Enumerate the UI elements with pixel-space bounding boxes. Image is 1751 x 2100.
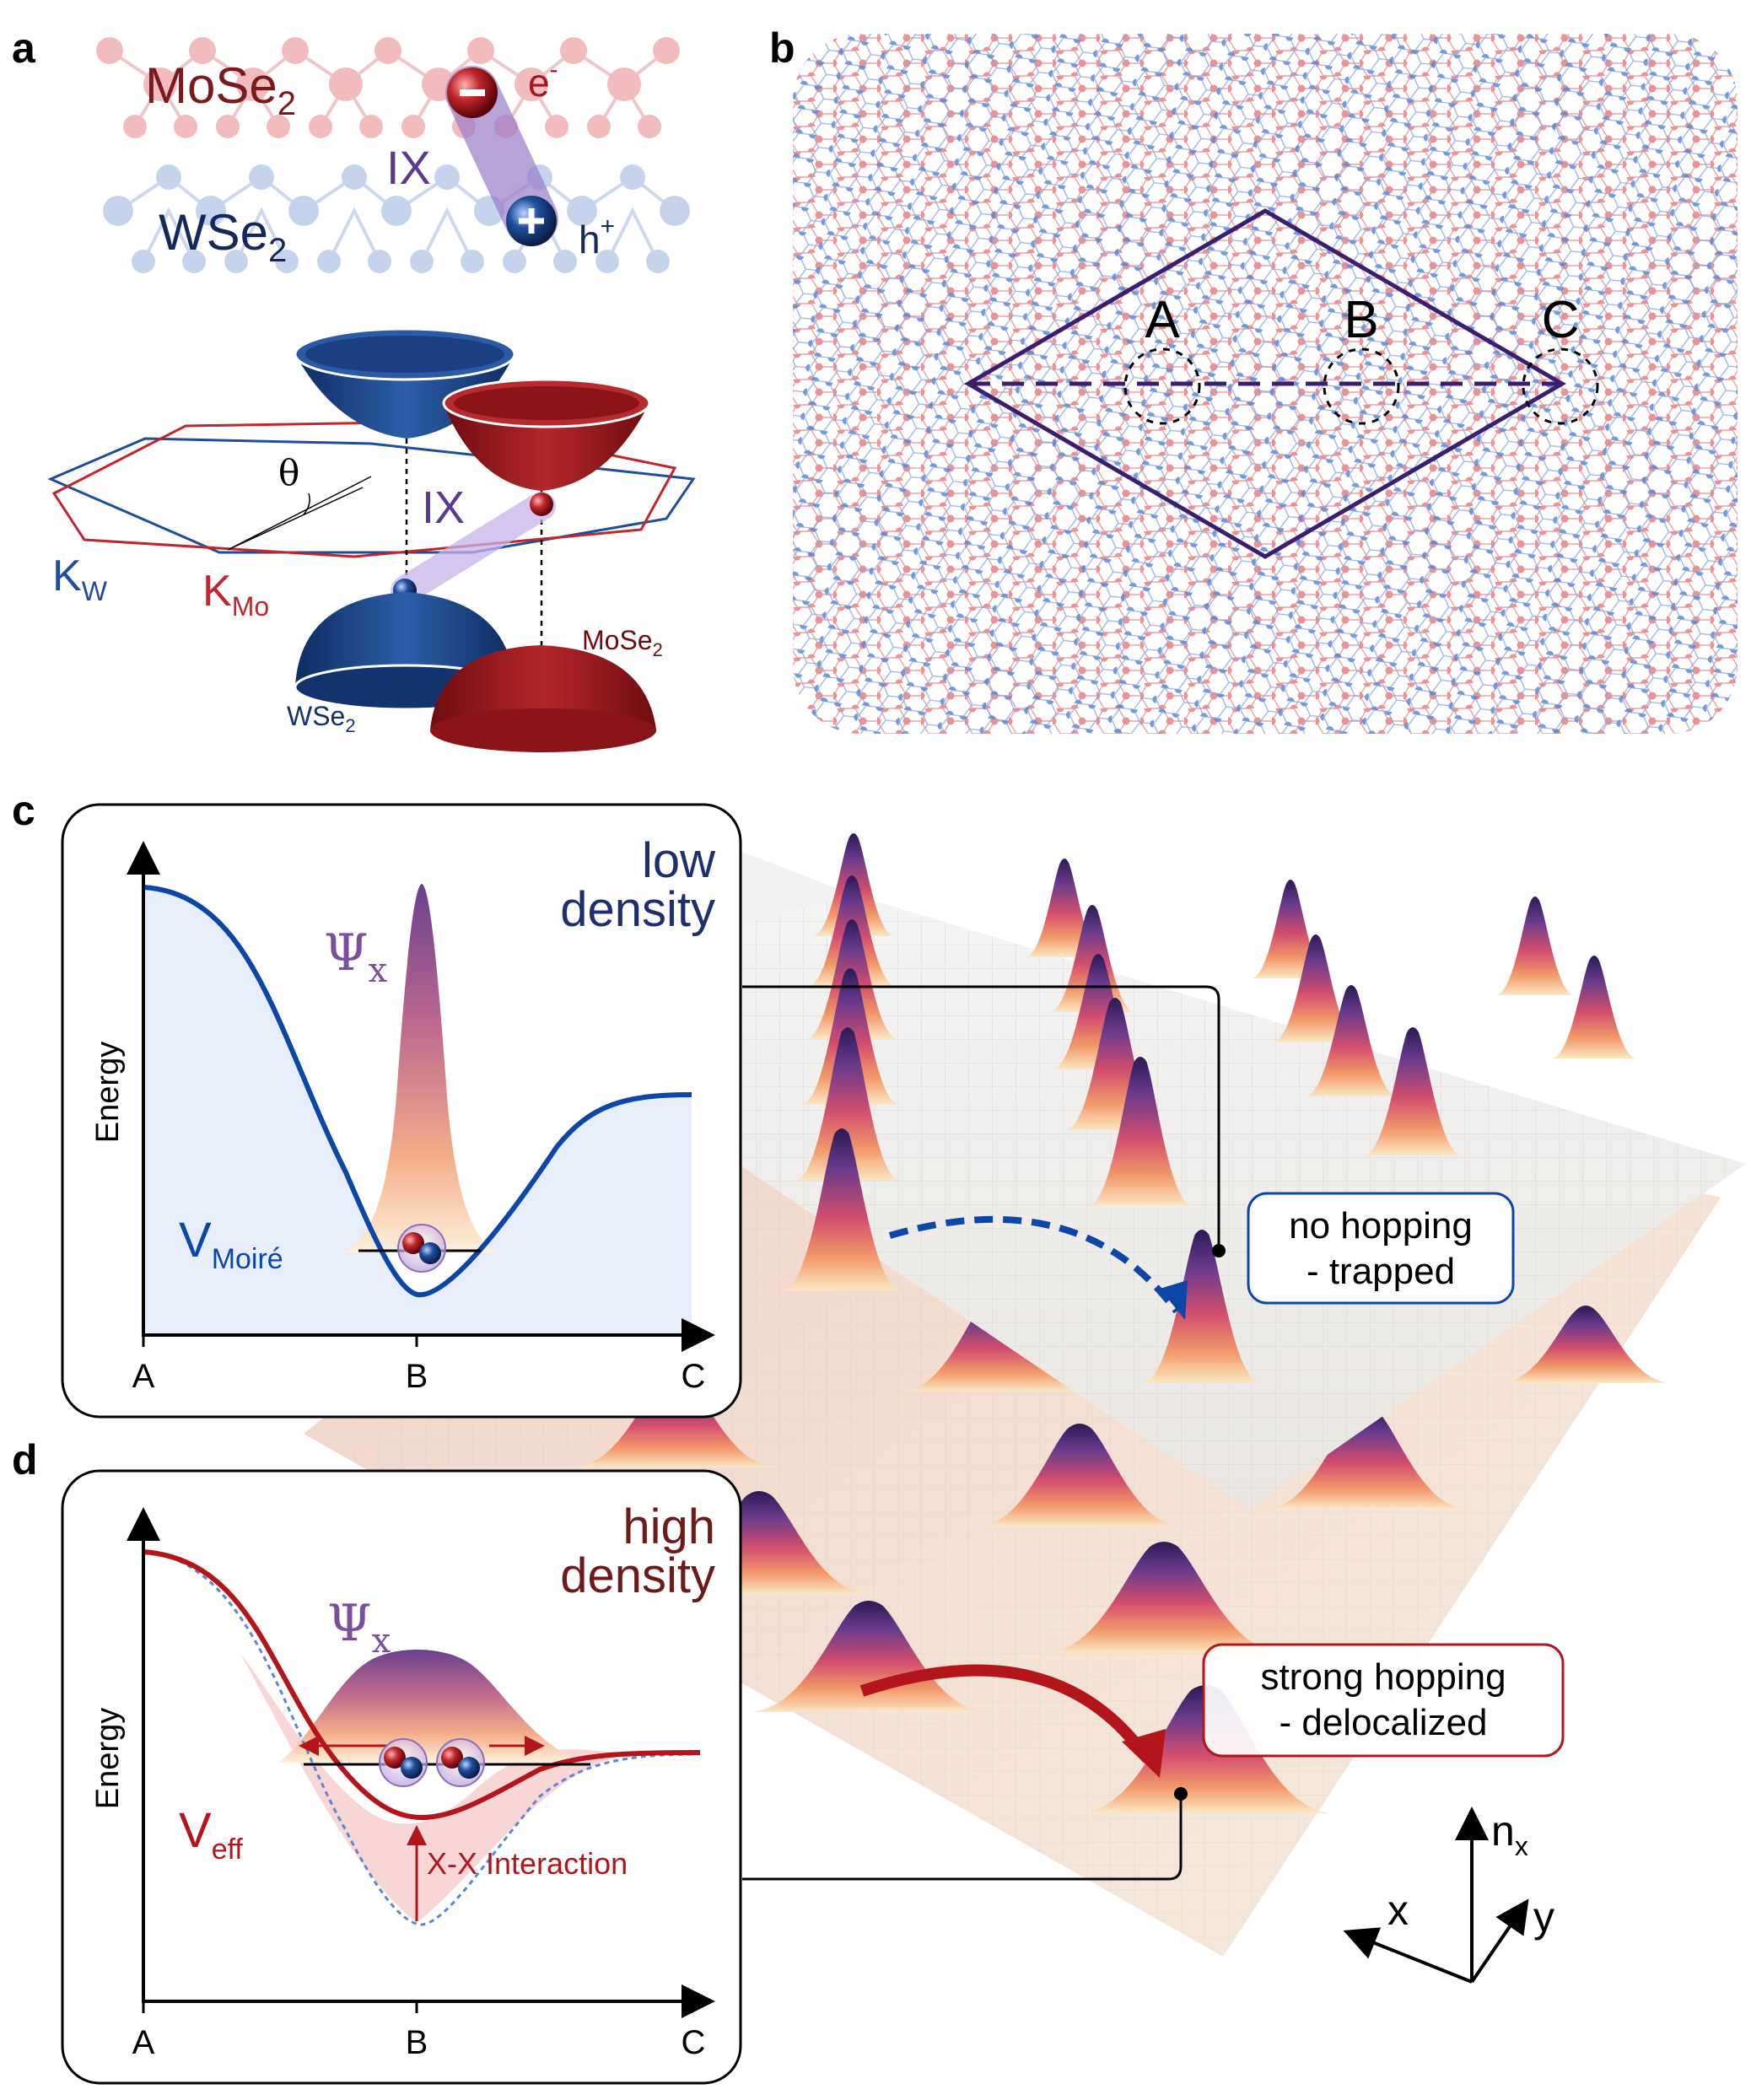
wse2-layer (103, 164, 690, 273)
moire-lattice-panel: A B C (793, 34, 1738, 734)
interaction-fill (240, 1653, 641, 1923)
high-density-peak (1080, 1685, 1333, 1813)
connector-high (742, 1796, 1183, 1881)
svg-text:strong hopping: strong hopping (1260, 1656, 1506, 1698)
band-wse2-label: WSe2 (287, 701, 356, 736)
c-title-line1: low (642, 833, 716, 888)
low-density-peak (1274, 934, 1358, 1042)
plus-sign-icon (519, 208, 544, 234)
band-mose2-label: MoSe2 (582, 625, 663, 660)
band-diagram: θ IX KW KMo MoSe2 (47, 327, 696, 752)
exciton-ball (397, 1224, 446, 1273)
svg-text:no hopping: no hopping (1289, 1205, 1473, 1247)
strong-hopping-arrow (859, 1664, 1152, 1763)
kw-label: KW (52, 552, 108, 606)
d-title-line1: high (622, 1500, 715, 1554)
hole-label: h+ (579, 213, 615, 261)
c-tick-c: C (682, 1358, 706, 1395)
d-y-label: Energy (90, 1708, 126, 1809)
ix-label-bottom: IX (422, 482, 465, 533)
site-a-circle (1123, 347, 1201, 425)
site-c-label: C (1542, 291, 1580, 349)
wavefunction-broad (278, 1650, 582, 1763)
no-hopping-callout: no hopping - trapped (1247, 1192, 1515, 1305)
site-a-label: A (1145, 291, 1180, 349)
c-tick-b: B (406, 1358, 428, 1395)
kmo-label: KMo (202, 567, 269, 622)
high-density-peak (1265, 1407, 1468, 1510)
d-tick-a: A (132, 2024, 155, 2061)
svg-text:- trapped: - trapped (1307, 1251, 1455, 1292)
low-density-peak (1306, 985, 1397, 1096)
d-tick-c: C (682, 2024, 706, 2061)
svg-text:- delocalized: - delocalized (1279, 1702, 1487, 1743)
nx-axis-label: nx (1491, 1807, 1528, 1861)
electron-label: e- (528, 56, 558, 105)
no-hopping-arrow (888, 1215, 1180, 1314)
interaction-label: X-X Interaction (427, 1846, 628, 1881)
low-density-peak (1552, 956, 1636, 1058)
mose2-label: MoSe2 (145, 57, 296, 122)
c-psi-label: Ψx (324, 923, 388, 990)
c-potential-label: VMoiré (179, 1213, 283, 1275)
potential-fill (143, 887, 692, 1335)
ix-label-top: IX (386, 141, 431, 194)
site-b-label: B (1344, 291, 1378, 349)
theta-lines (227, 476, 372, 551)
bare-potential-curve (143, 1550, 701, 1926)
panel-d-inset: X-X Interaction A B C Energy high densit… (61, 1469, 742, 2085)
panel-letter-d: d (12, 1436, 38, 1483)
low-density-peak (1364, 1027, 1462, 1155)
heterostructure-layers: MoSe2 WSe2 e- h+ IX (96, 37, 690, 273)
y-axis-label: y (1533, 1893, 1554, 1941)
axes-3d: nx x y (1343, 1807, 1554, 1984)
site-c-circle (1522, 347, 1599, 425)
low-density-peak (1496, 897, 1574, 995)
site-b-circle (1323, 347, 1400, 425)
brillouin-zone-mo (51, 420, 677, 558)
c-y-label: Energy (90, 1042, 126, 1143)
d-psi-label: Ψx (327, 1594, 391, 1661)
low-density-peak (795, 1027, 900, 1181)
mose2-valence-band (430, 645, 656, 752)
mose2-conduction-band (442, 378, 651, 491)
electron-ball-small (530, 493, 553, 516)
interlayer-exciton (445, 66, 558, 246)
effective-potential-curve (143, 1549, 701, 1821)
strong-hopping-callout: strong hopping - delocalized (1202, 1643, 1565, 1758)
ix-tube (391, 492, 556, 605)
panel-letter-c: c (12, 787, 35, 834)
low-density-peak (1143, 1230, 1261, 1383)
c-tick-a: A (132, 1358, 155, 1395)
minus-sign-icon (460, 89, 485, 96)
d-potential-label: Veff (179, 1803, 243, 1866)
moire-potential-curve (143, 885, 692, 1298)
wse2-label: WSe2 (159, 204, 287, 269)
high-density-peak (1501, 1306, 1670, 1383)
connector-low (742, 985, 1220, 1248)
d-title-line2: density (560, 1548, 715, 1603)
low-density-sheet (489, 833, 1746, 1510)
high-density-peak (751, 1601, 987, 1712)
panel-letter-a: a (12, 24, 36, 72)
c-title-line2: density (560, 882, 715, 937)
low-density-peak (1050, 905, 1134, 1012)
low-density-peak (783, 1128, 901, 1290)
low-density-peak (1088, 1057, 1193, 1206)
theta-label: θ (278, 452, 299, 493)
panel-c-inset: A B C Energy low density Ψx VMoiré (61, 803, 742, 1419)
d-tick-b: B (406, 2024, 428, 2061)
wavefunction-peak (342, 884, 498, 1252)
high-density-peak (978, 1424, 1181, 1527)
wse2-lattice (793, 34, 1738, 734)
high-density-peak (574, 1373, 776, 1467)
brillouin-zone-w (47, 437, 696, 554)
exciton-pair (379, 1738, 485, 1787)
panel-letter-b: b (769, 24, 795, 72)
x-axis-label: x (1387, 1887, 1409, 1934)
high-density-peak (1046, 1542, 1282, 1653)
